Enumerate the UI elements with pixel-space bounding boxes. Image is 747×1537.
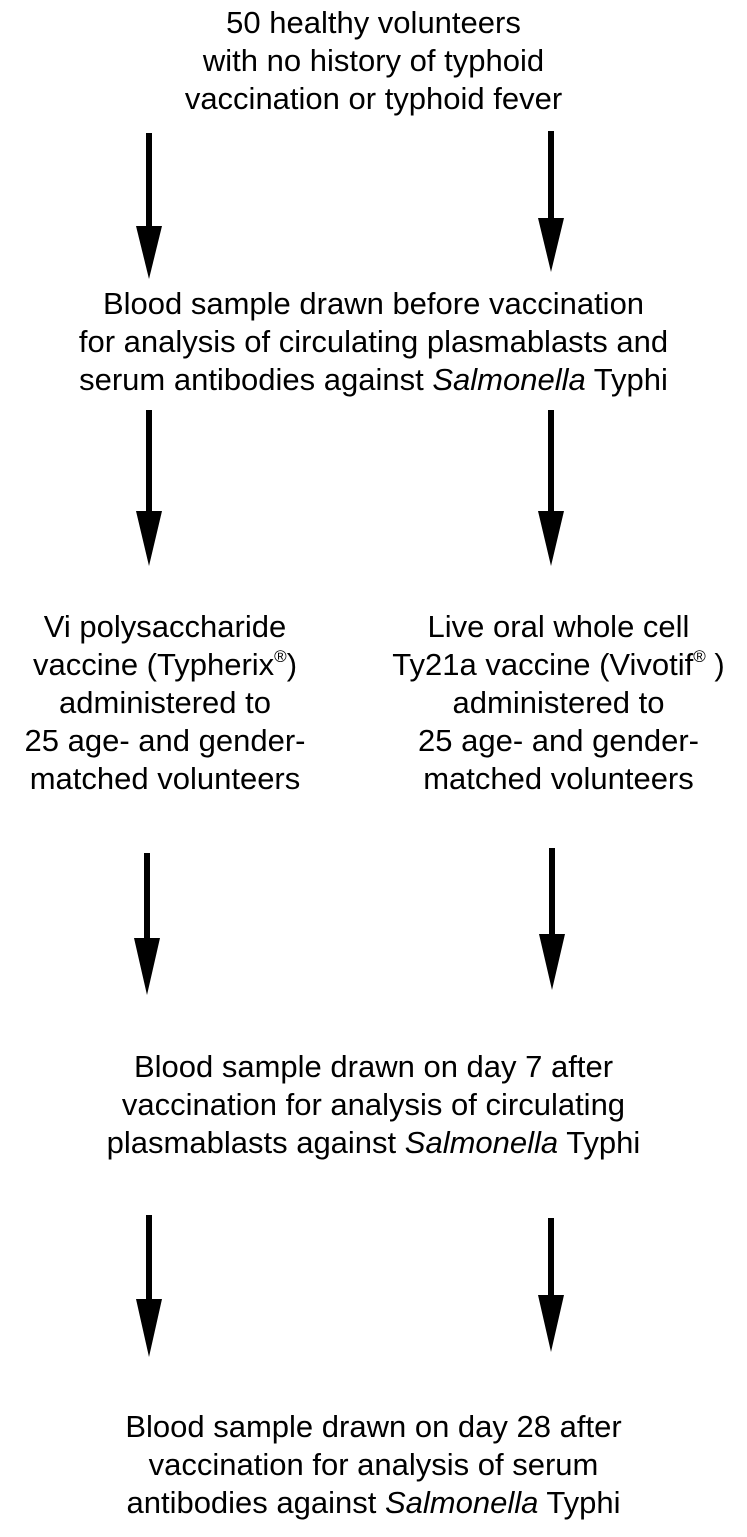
vivotif-line-3: administered to <box>452 685 665 720</box>
pre-vaccination-line-3: serum antibodies against Salmonella Typh… <box>0 361 747 399</box>
day7-line-2: vaccination for analysis of circulating <box>121 1087 626 1122</box>
day28-text-b: Typhi <box>538 1485 621 1520</box>
arrow-right-1 <box>538 131 564 272</box>
day28-line-2: vaccination for analysis of serum <box>148 1447 599 1482</box>
vivotif-line-2: Ty21a vaccine (Vivotif® ) <box>370 646 747 684</box>
vivotif-line-4: 25 age- and gender- <box>418 723 699 758</box>
volunteers-line-3: vaccination or typhoid fever <box>184 81 563 116</box>
day28-organism: Salmonella <box>385 1485 539 1520</box>
typherix-line-1: Vi polysaccharide <box>43 609 287 644</box>
day28-line-1: Blood sample drawn on day 28 after <box>125 1409 622 1444</box>
typherix-line-3: administered to <box>59 685 271 720</box>
typherix-group-box: Vi polysaccharide vaccine (Typherix®) ad… <box>0 608 330 798</box>
pre-vaccination-line-2: for analysis of circulating plasmablasts… <box>78 324 669 359</box>
day7-organism: Salmonella <box>404 1125 559 1160</box>
vivotif-text-b: ) <box>705 647 725 682</box>
volunteers-box: 50 healthy volunteers with no history of… <box>0 4 747 118</box>
volunteers-line-1: 50 healthy volunteers <box>226 5 521 40</box>
typherix-line-5: matched volunteers <box>29 761 301 796</box>
typherix-line-4: 25 age- and gender- <box>24 723 306 758</box>
day7-line-3: plasmablasts against Salmonella Typhi <box>0 1124 747 1162</box>
pre-vaccination-box: Blood sample drawn before vaccination fo… <box>0 285 747 399</box>
pre-vaccination-organism: Salmonella <box>432 362 586 397</box>
pre-vaccination-line-1: Blood sample drawn before vaccination <box>102 286 645 321</box>
typherix-text-b: ) <box>286 647 298 682</box>
arrow-left-1 <box>136 133 162 279</box>
arrow-right-2 <box>538 410 564 566</box>
volunteers-line-2: with no history of typhoid <box>202 43 545 78</box>
vivotif-line-5: matched volunteers <box>423 761 694 796</box>
day7-text-a: plasmablasts against <box>106 1125 405 1160</box>
day7-sample-box: Blood sample drawn on day 7 after vaccin… <box>0 1048 747 1162</box>
arrow-right-4 <box>538 1218 564 1352</box>
typherix-line-2: vaccine (Typherix®) <box>0 646 330 684</box>
vivotif-text-a: Ty21a vaccine (Vivotif <box>392 647 694 682</box>
day28-text-a: antibodies against <box>126 1485 385 1520</box>
vivotif-group-box: Live oral whole cell Ty21a vaccine (Vivo… <box>370 608 747 798</box>
arrow-left-2 <box>136 410 162 566</box>
pre-vaccination-text-a: serum antibodies against <box>79 362 433 397</box>
pre-vaccination-text-b: Typhi <box>585 362 668 397</box>
typherix-registered-mark: ® <box>274 647 287 666</box>
arrow-left-3 <box>134 853 160 995</box>
vivotif-line-1: Live oral whole cell <box>427 609 690 644</box>
day7-text-b: Typhi <box>558 1125 641 1160</box>
day28-line-3: antibodies against Salmonella Typhi <box>0 1484 747 1522</box>
day28-sample-box: Blood sample drawn on day 28 after vacci… <box>0 1408 747 1522</box>
arrow-right-3 <box>539 848 565 990</box>
day7-line-1: Blood sample drawn on day 7 after <box>133 1049 614 1084</box>
arrow-left-4 <box>136 1215 162 1357</box>
vivotif-registered-mark: ® <box>693 647 706 666</box>
typherix-text-a: vaccine (Typherix <box>32 647 275 682</box>
